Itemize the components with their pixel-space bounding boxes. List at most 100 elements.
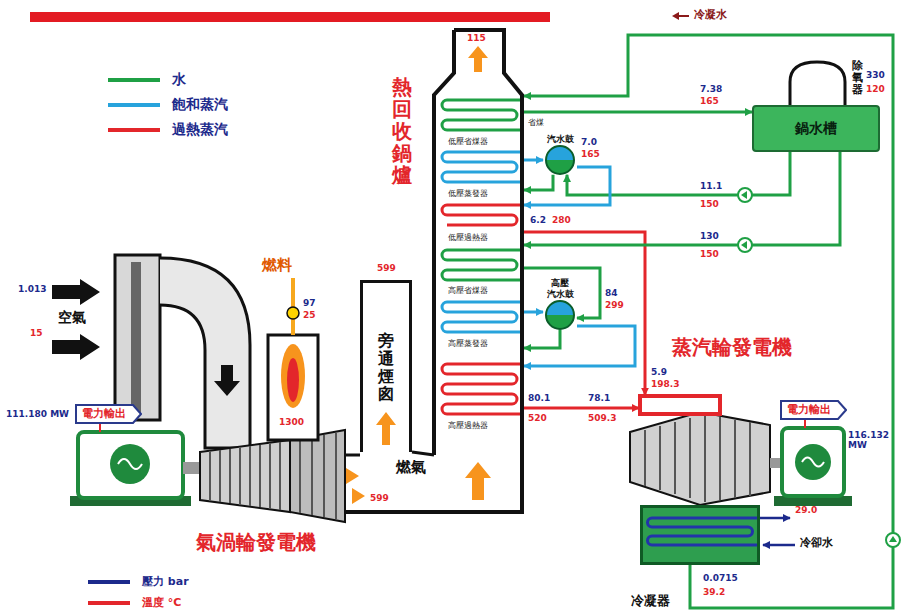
component-label: 燃氣 xyxy=(396,459,426,476)
air-arrow xyxy=(52,279,100,305)
generator xyxy=(99,424,101,432)
coil-label: 高壓過熱器 xyxy=(447,421,489,430)
node-label: 鍋水槽 xyxy=(795,120,837,138)
temperature-value: 165 xyxy=(700,96,719,106)
pressure-value: 5.9 xyxy=(651,367,667,377)
temperature-value: 120 xyxy=(866,84,885,94)
legend-text: 水 xyxy=(172,71,186,89)
pressure-value: 7.0 xyxy=(581,137,597,147)
component-label: 除氧器 xyxy=(852,60,863,96)
pressure-value: 78.1 xyxy=(588,393,610,403)
node-label: 旁通煙囪 xyxy=(378,332,394,402)
superheated-steam-line xyxy=(524,232,645,408)
pump-symbol xyxy=(886,533,900,547)
title-bar xyxy=(30,12,550,22)
legend-sample xyxy=(88,580,130,584)
pressure-value: 7.38 xyxy=(700,84,722,94)
flow-label: 冷卻水 xyxy=(800,537,833,550)
gas-flow-arrow xyxy=(468,46,488,72)
steam-drum: 高壓汽水鼓 xyxy=(543,278,577,330)
combustor xyxy=(287,358,299,402)
deaerator-dome xyxy=(790,62,845,105)
combustor xyxy=(268,335,318,440)
temperature-value: 15 xyxy=(30,328,43,338)
legend-sample xyxy=(108,76,160,84)
heat-exchanger-coil xyxy=(442,250,522,280)
legend-text: 溫度 °C xyxy=(142,595,181,610)
gas-flow-arrow xyxy=(346,468,365,504)
steam-turbine xyxy=(630,412,770,505)
exhaust-duct xyxy=(412,452,434,455)
pipe-connector xyxy=(524,330,560,348)
deaerator-dome xyxy=(790,62,845,105)
generator xyxy=(78,432,183,498)
temperature-value: 150 xyxy=(700,199,719,209)
pump-symbol xyxy=(889,536,897,542)
drum-symbol xyxy=(545,145,575,175)
pipe-connector xyxy=(524,159,543,162)
node-label: 熱回收鍋爐 xyxy=(392,76,412,186)
coil-label: 低壓過熱器 xyxy=(447,233,489,242)
component-label: 空氣 xyxy=(58,309,86,325)
stack-outline xyxy=(432,28,524,512)
pipe-connector xyxy=(567,152,790,195)
steam-turbine xyxy=(630,396,782,505)
air-arrow xyxy=(52,279,100,360)
pressure-value: 330 xyxy=(866,70,885,80)
power-value: 116.132 MW xyxy=(848,430,890,451)
stack-outline xyxy=(434,30,454,455)
generator xyxy=(804,420,806,428)
legend-text: 壓力 bar xyxy=(142,574,189,589)
power-value: 111.180 MW xyxy=(6,409,69,419)
coil-label: 低壓蒸發器 xyxy=(447,189,489,198)
exhaust-duct xyxy=(345,452,524,512)
heat-exchanger-coil xyxy=(442,205,522,225)
compressor xyxy=(210,442,280,510)
drum-symbol xyxy=(545,300,575,330)
temperature-value: 150 xyxy=(700,249,719,259)
pipe-connector xyxy=(524,268,600,318)
node-label: 汽水鼓 xyxy=(547,134,574,145)
flow-label: 冷凝水 xyxy=(694,9,727,22)
legend-sample xyxy=(88,599,130,607)
legend-item: 過熱蒸汽 xyxy=(108,121,228,139)
node-label: 高壓 xyxy=(551,278,569,289)
heat-exchanger-coil xyxy=(442,302,522,332)
node-label: 冷凝器 xyxy=(631,592,670,610)
pump-symbol xyxy=(741,191,747,199)
temperature-value: 280 xyxy=(552,215,571,225)
feed-water-tank: 鍋水槽 xyxy=(752,105,880,152)
node-label: 電力輸出 xyxy=(787,403,831,416)
air-filter xyxy=(131,262,141,413)
legend-item: 壓力 bar xyxy=(88,574,189,589)
pressure-value: 130 xyxy=(700,231,719,241)
condenser-body xyxy=(640,505,760,565)
gas-flow-arrow xyxy=(376,412,396,445)
compressor xyxy=(200,440,290,512)
steam-drum: 汽水鼓 xyxy=(543,134,577,175)
gas-flow-arrow xyxy=(465,462,491,500)
generator xyxy=(782,428,844,496)
pressure-value: 11.1 xyxy=(700,181,722,191)
coil-label: 低壓省煤器 xyxy=(447,137,489,146)
superheated-steam-line xyxy=(524,232,645,395)
cooling-water-line xyxy=(763,544,795,547)
generator xyxy=(110,444,150,484)
legend-item: 溫度 °C xyxy=(88,595,181,610)
exhaust-duct xyxy=(345,510,524,514)
generator xyxy=(802,458,824,467)
fuel-line xyxy=(287,307,299,319)
air-filter xyxy=(115,255,160,420)
pipe-connector xyxy=(524,152,840,245)
title-bar xyxy=(30,12,550,22)
condenser: 冷凝器 xyxy=(640,505,760,565)
gas-turbine xyxy=(290,430,345,522)
section-title: 蒸汽輪發電機 xyxy=(672,336,792,359)
pressure-value: 97 xyxy=(303,298,316,308)
coil-label: 高壓蒸發器 xyxy=(447,339,489,348)
temperature-value: 198.3 xyxy=(651,379,679,389)
pump-symbol xyxy=(738,238,752,252)
coil-label: 高壓省煤器 xyxy=(447,286,489,295)
bypass-stack: 旁通煙囪 xyxy=(360,280,412,452)
